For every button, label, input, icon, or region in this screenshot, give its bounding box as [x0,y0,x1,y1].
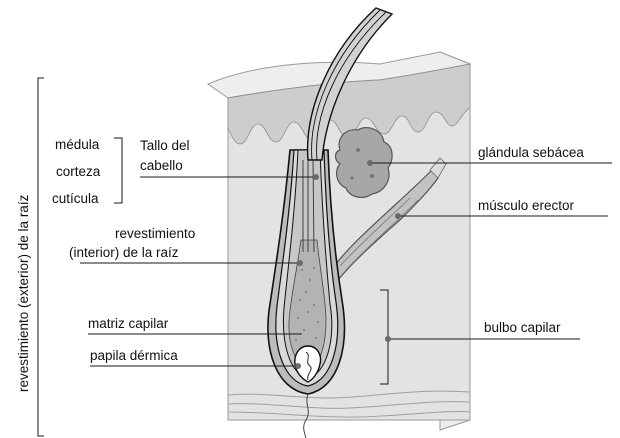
dermal-papilla-dot [295,363,301,369]
outer-root-sheath-label: revestimiento (exterior) de la raíz [16,194,31,392]
hair-shaft-dot [313,174,319,180]
medulla-label: médula [55,137,100,152]
erector-muscle-dot [395,213,401,219]
erector-muscle-label: músculo erector [478,198,575,213]
cortex-label: corteza [56,164,101,179]
cuticle-label: cutícula [52,191,99,206]
hair-bulb-dot [385,336,391,342]
inner-root-sheath-label-2: (interior) de la raíz [69,245,179,260]
dermal-papilla-label: papila dérmica [90,348,178,363]
gland-texture-dot [350,176,353,179]
hair-matrix-label: matriz capilar [88,316,169,331]
sebaceous-gland-dot [367,160,373,166]
sebaceous-gland-label: glándula sebácea [478,145,584,160]
inner-root-sheath-label-1: revestimiento [115,226,195,241]
shaft-layers-bracket [114,138,122,203]
outer-root-sheath-bracket [38,78,44,436]
hair-bulb-label: bulbo capilar [484,320,561,335]
skin-block [208,52,470,430]
shaft-layers-group: médula corteza cutícula [52,137,122,206]
gland-texture-dot [370,174,374,178]
hair-shaft-label-2: cabello [140,158,183,173]
hair-shaft-label-1: Tallo del [140,138,190,153]
inner-root-sheath-dot [297,260,303,266]
gland-texture-dot [356,148,360,152]
outer-root-sheath-group: revestimiento (exterior) de la raíz [16,78,44,436]
